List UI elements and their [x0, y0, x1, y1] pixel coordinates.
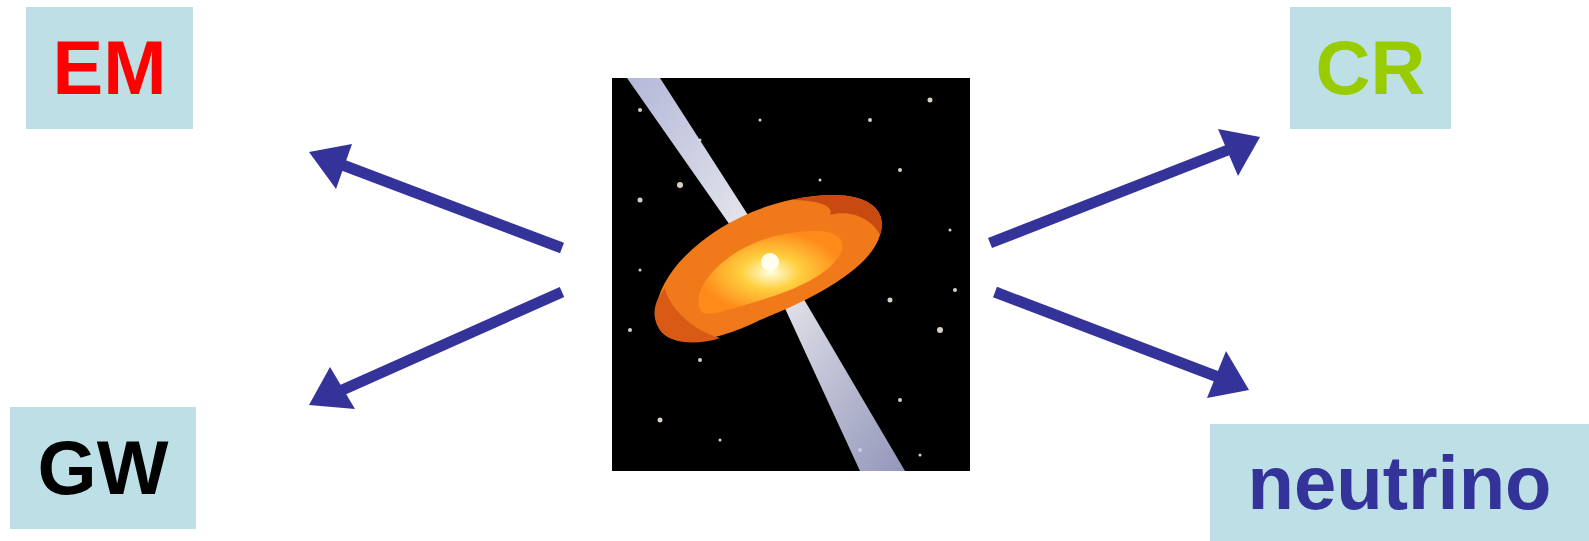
label-box: CR [1290, 7, 1451, 129]
label-box: EM [26, 7, 193, 129]
label-box: GW [10, 407, 196, 529]
label-box: neutrino [1210, 424, 1589, 541]
box-label: GW [38, 430, 169, 506]
box-label: CR [1316, 30, 1426, 106]
box-label: EM [53, 30, 167, 106]
accretion-disk-picture [612, 78, 970, 471]
box-label: neutrino [1248, 445, 1552, 521]
